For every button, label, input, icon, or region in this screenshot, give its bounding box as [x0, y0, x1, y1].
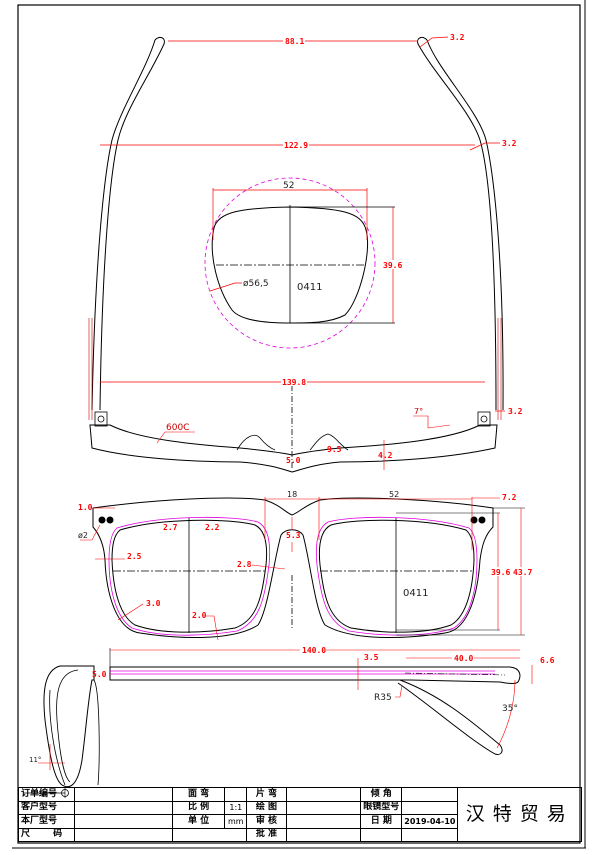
value-factory-model	[74, 814, 173, 829]
lens-width: 52	[283, 181, 294, 191]
lens-height: 39.6	[383, 261, 402, 270]
dim-rim-bottom: 2.0	[192, 611, 207, 620]
dim-rim-outer-left: 2.5	[127, 552, 142, 561]
front-view: 1.0 ø2 2.7 2.2 2.5 2.8 3.0 2.0 18 5.3 52…	[78, 490, 532, 641]
dim-rim-inner-nose: 2.8	[237, 560, 252, 569]
value-face-curve	[224, 787, 248, 802]
company-name: 汉特贸易	[457, 787, 582, 842]
value-customer-model	[74, 800, 173, 815]
dim-rim-top-right: 2.2	[205, 523, 220, 532]
bend-angle: 35°	[502, 704, 518, 714]
label-order-number: 订单编号	[17, 787, 76, 802]
side-view: 140.0 5.0 3.5 40.0 6.6 R35 35° 11°	[29, 645, 555, 788]
dim-rim-bottom-left: 3.0	[146, 599, 161, 608]
dim-hinge-gap: 1.0	[78, 503, 93, 512]
dim-temple-thickness-hinge: 3.2	[508, 407, 523, 416]
label-customer-model: 客户型号	[17, 800, 76, 815]
front-lens-width: 52	[389, 490, 399, 499]
projection-symbol-icon	[22, 787, 69, 798]
label-drawn-by: 绘 图	[246, 800, 287, 815]
hinge-hole-diameter: ø2	[78, 531, 88, 540]
projection-symbol	[22, 787, 248, 842]
label-factory-model: 本厂型号	[17, 814, 76, 829]
value-date: 2019-04-10	[401, 814, 459, 829]
label-approved: 批 准	[246, 827, 287, 842]
value-drawn-by	[285, 800, 362, 815]
label-date: 日 期	[360, 814, 403, 829]
dim-frame-height: 43.7	[513, 568, 532, 577]
label-scale: 比 例	[171, 800, 226, 815]
dim-bridge-center: 5.0	[286, 456, 301, 465]
dim-temple-side-thickness: 3.5	[364, 653, 379, 662]
dim-pad-height: 9.5	[327, 445, 342, 454]
dim-temple-thickness-top: 3.2	[450, 33, 465, 42]
label-face-curve: 面 弯	[171, 787, 226, 802]
dim-temple-length: 140.0	[302, 646, 326, 655]
dim-bridge-height: 5.3	[286, 531, 301, 540]
value-unit: mm	[224, 814, 248, 829]
value-order-number	[74, 787, 173, 802]
pantoscopic-angle: 7°	[414, 407, 423, 416]
label-lens-curve: 片 弯	[246, 787, 287, 802]
label-tilt: 倾 角	[360, 787, 403, 802]
dim-temple-tips: 88.1	[285, 37, 304, 46]
dim-rim-thickness: 4.2	[378, 451, 393, 460]
dim-tip-length: 40.0	[454, 654, 473, 663]
title-block: 订单编号 面 弯 片 弯 倾 角 汉特贸易 客户型号 比 例 1:1 绘 图 眼…	[17, 787, 582, 842]
label-glasses-model: 眼镜型号	[360, 800, 403, 815]
value-size	[74, 827, 173, 842]
dim-temple-mid-width: 122.9	[284, 141, 308, 150]
front-lens-model: 0411	[403, 588, 428, 599]
lens-model: 0411	[297, 282, 322, 293]
label-size: 尺 码	[17, 827, 76, 842]
lens-detail: 52 39.6 ø56,5 0411	[204, 177, 404, 349]
dim-front-lens-height: 39.6	[491, 568, 510, 577]
value-reviewed	[285, 814, 362, 829]
label-reviewed: 审 核	[246, 814, 287, 829]
dim-front-depth: 5.0	[92, 670, 107, 679]
dim-frame-width: 139.8	[282, 378, 306, 387]
label-empty	[360, 827, 403, 842]
value-empty	[401, 827, 459, 842]
value-scale: 1:1	[224, 800, 248, 815]
bend-radius: R35	[374, 693, 392, 703]
bridge-width: 18	[287, 490, 297, 499]
label-unit: 单 位	[171, 814, 226, 829]
dim-tip-height: 6.6	[540, 656, 555, 665]
dim-rim-top-left: 2.7	[163, 523, 178, 532]
value-glasses-model	[401, 800, 459, 815]
dim-endpiece: 7.2	[502, 493, 517, 502]
drawing-border	[17, 4, 581, 844]
value-tilt	[401, 787, 459, 802]
lens-diameter: ø56,5	[243, 279, 269, 289]
tilt-angle: 11°	[29, 756, 41, 764]
value-approved	[285, 827, 362, 842]
top-view: 88.1 3.2 122.9 3.2 139.8 3.2 600C 5.0 9.…	[88, 33, 523, 473]
value-lens-curve	[285, 787, 362, 802]
dim-temple-thickness-mid: 3.2	[502, 139, 517, 148]
base-curve-label: 600C	[166, 423, 189, 433]
